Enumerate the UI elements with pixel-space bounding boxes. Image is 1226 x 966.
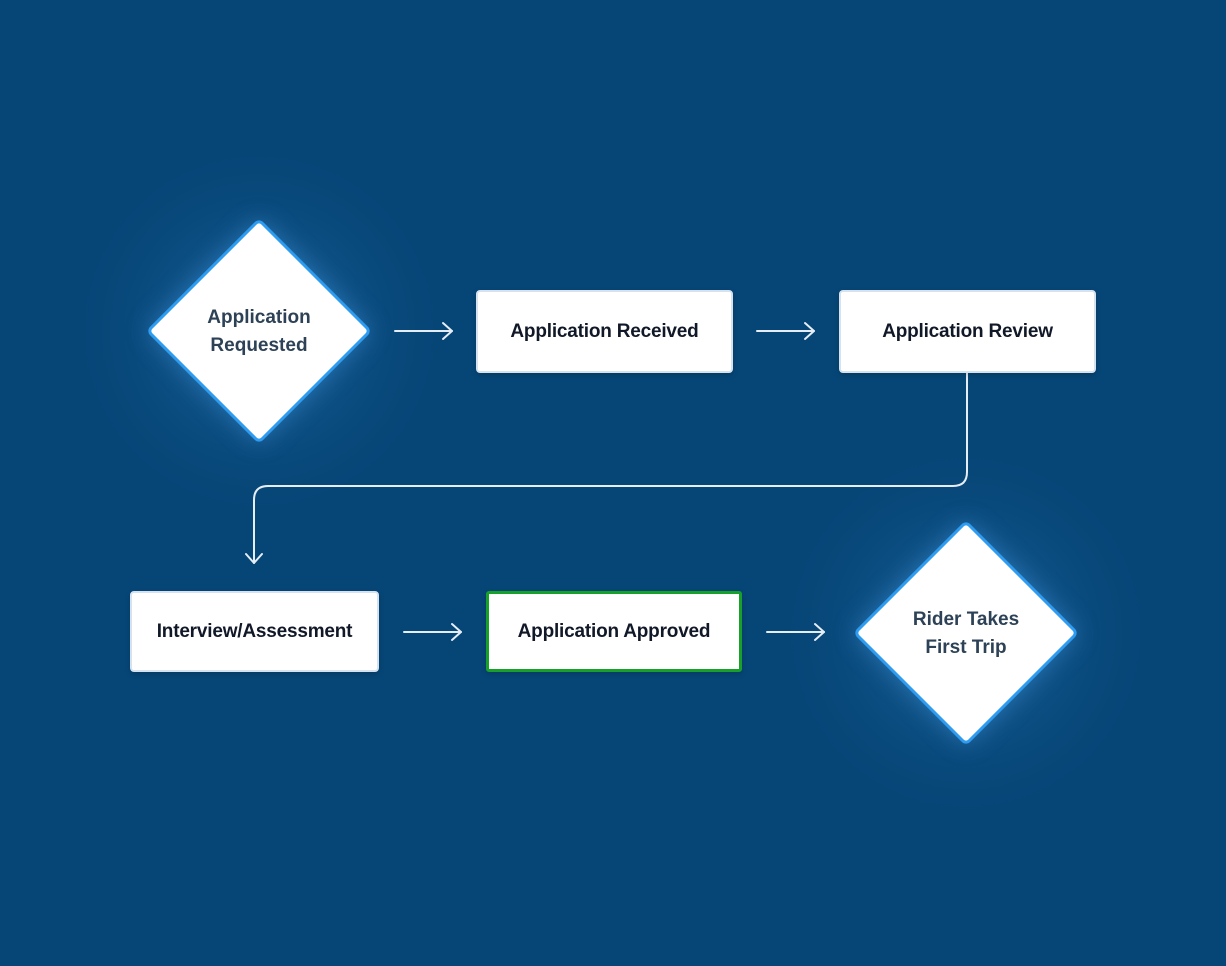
node-application-requested-label: Application Requested — [207, 307, 311, 356]
node-application-review: Application Review — [839, 290, 1096, 373]
node-rider-takes-first-trip-label: Rider Takes First Trip — [912, 609, 1020, 658]
arrow-approved-to-first-trip — [766, 623, 825, 641]
node-interview-assessment: Interview/Assessment — [130, 591, 379, 672]
arrow-review-to-interview — [245, 372, 968, 564]
arrow-requested-to-received — [394, 322, 453, 340]
arrow-received-to-review — [756, 322, 815, 340]
node-application-approved: Application Approved — [486, 591, 742, 672]
node-application-received: Application Received — [476, 290, 733, 373]
arrow-interview-to-approved — [403, 623, 462, 641]
